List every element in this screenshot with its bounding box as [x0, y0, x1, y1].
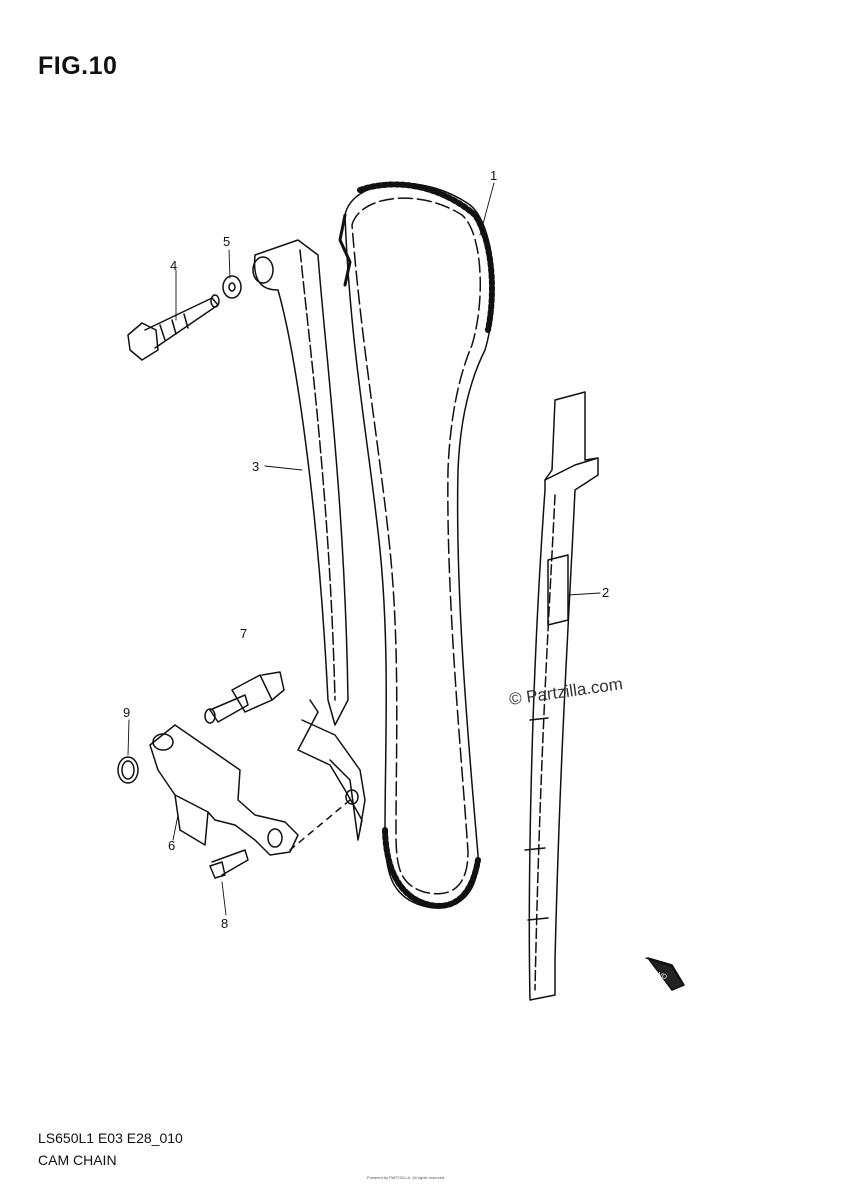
copyright-note: Powered by PARTZILLA. All rights reserve… [367, 1175, 446, 1180]
callout-1: 1 [490, 168, 497, 183]
bolt[interactable] [127, 294, 220, 361]
figure-title: FIG.10 [38, 52, 118, 80]
callout-7: 7 [240, 626, 247, 641]
cam-chain[interactable] [338, 181, 495, 909]
tensioner-plug[interactable] [204, 671, 285, 724]
small-bolt[interactable] [209, 849, 249, 879]
callout-4: 4 [170, 258, 177, 273]
section-name: CAM CHAIN [38, 1152, 117, 1168]
callout-3: 3 [252, 459, 259, 474]
chain-guide[interactable] [524, 391, 599, 1001]
callout-9: 9 [123, 705, 130, 720]
callout-5: 5 [223, 234, 230, 249]
fwd-arrow-icon [645, 957, 685, 991]
callout-6: 6 [168, 838, 175, 853]
callout-2: 2 [602, 585, 609, 600]
tensioner-body[interactable] [149, 724, 351, 856]
leader-lines [127, 182, 601, 916]
model-code: LS650L1 E03 E28_010 [38, 1130, 183, 1146]
chain-tensioner-arm[interactable] [252, 239, 366, 841]
washer[interactable] [222, 275, 242, 299]
callout-8: 8 [221, 916, 228, 931]
gasket[interactable] [117, 756, 139, 784]
